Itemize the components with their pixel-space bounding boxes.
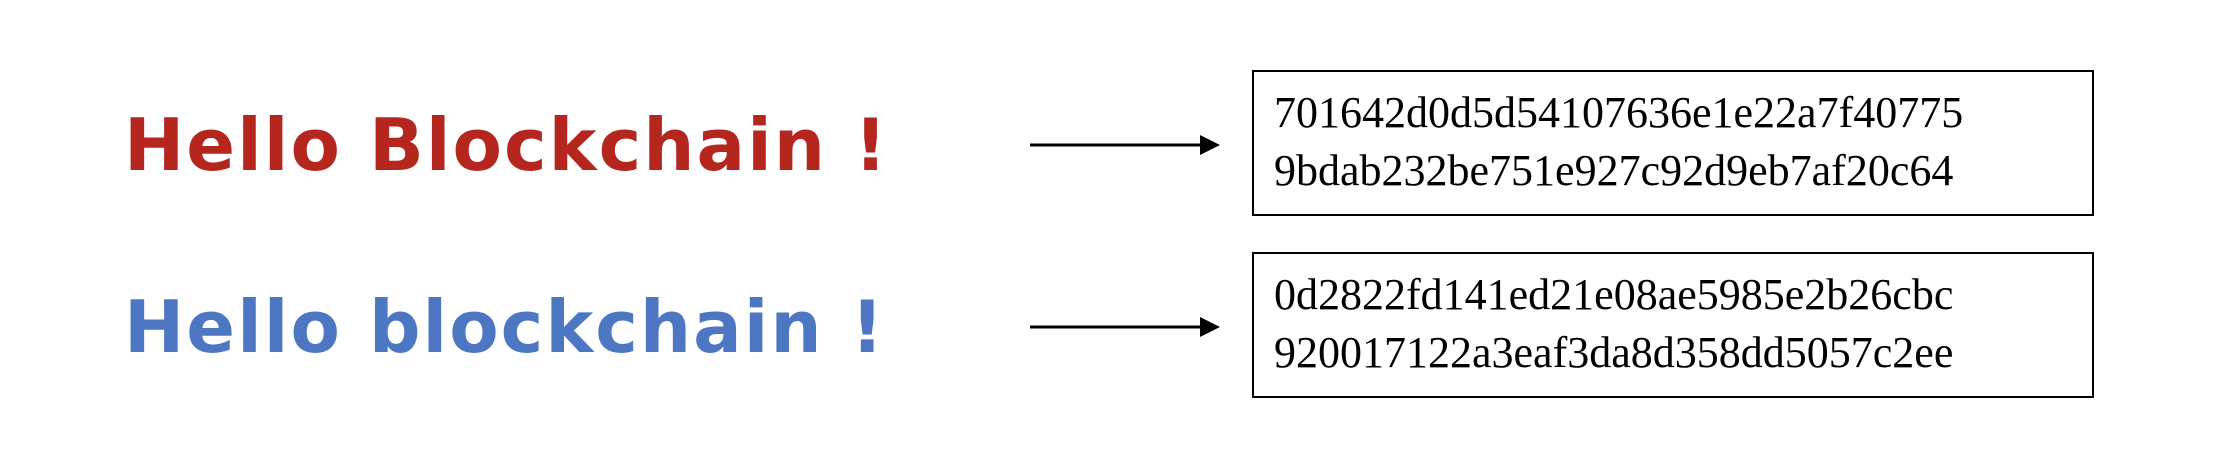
hash-output-box: 701642d0d5d54107636e1e22a7f40775 9bdab23… bbox=[1252, 70, 2094, 216]
input-text: Hello blockchain ! bbox=[124, 285, 886, 369]
input-text: Hello Blockchain ! bbox=[124, 103, 889, 187]
right-arrow-icon bbox=[1030, 317, 1220, 337]
hash-line: 920017122a3eaf3da8d358dd5057c2ee bbox=[1274, 328, 1954, 377]
hash-output-box: 0d2822fd141ed21e08ae5985e2b26cbc 9200171… bbox=[1252, 252, 2094, 398]
hash-line: 9bdab232be751e927c92d9eb7af20c64 bbox=[1274, 146, 1954, 195]
right-arrow-icon bbox=[1030, 135, 1220, 155]
hash-line: 701642d0d5d54107636e1e22a7f40775 bbox=[1274, 88, 1964, 137]
hash-line: 0d2822fd141ed21e08ae5985e2b26cbc bbox=[1274, 270, 1954, 319]
hash-row: Hello Blockchain ! 701642d0d5d54107636e1… bbox=[0, 70, 2220, 220]
hash-row: Hello blockchain ! 0d2822fd141ed21e08ae5… bbox=[0, 252, 2220, 402]
